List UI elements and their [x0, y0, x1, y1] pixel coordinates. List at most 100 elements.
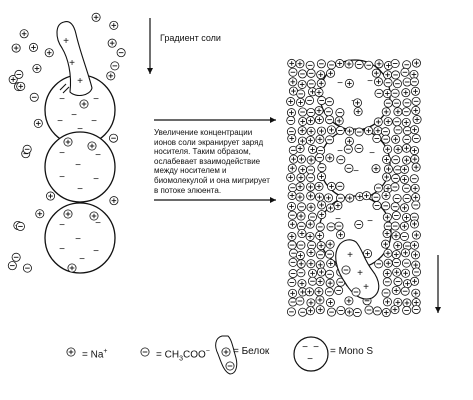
acetate-ion-icon — [372, 133, 382, 143]
sodium-ion-icon — [383, 70, 393, 80]
sodium-ion-icon — [316, 126, 326, 136]
acetate-ion-icon — [336, 305, 346, 315]
sodium-ion-icon — [11, 43, 21, 53]
sodium-ion-icon — [411, 192, 421, 202]
acetate-ion-icon — [287, 240, 297, 250]
sodium-ion-icon — [315, 305, 325, 315]
bead-charge: − — [93, 94, 99, 105]
acetate-ion-icon — [393, 277, 403, 287]
acetate-ion-icon — [382, 277, 392, 287]
sodium-ion-icon — [316, 78, 326, 88]
sodium-ion-icon — [383, 61, 393, 71]
acetate-ion-icon — [393, 125, 403, 135]
ion-symbols — [7, 12, 422, 318]
acetate-ion-icon — [352, 308, 362, 318]
protein-charge: + — [363, 282, 369, 293]
sodium-ion-icon — [317, 200, 327, 210]
sodium-ion-icon — [373, 77, 383, 87]
acetate-ion-icon — [306, 107, 316, 117]
sodium-ion-icon — [410, 183, 420, 193]
acetate-ion-icon — [390, 88, 400, 98]
bead-charge: − — [95, 218, 101, 229]
sodium-ion-icon — [399, 221, 409, 231]
sodium-ion-icon — [344, 307, 354, 317]
sodium-ion-icon — [411, 260, 421, 270]
acetate-ion-icon — [402, 60, 412, 70]
acetate-ion-icon — [390, 221, 400, 231]
sodium-ion-icon — [391, 231, 401, 241]
sodium-ion-icon — [344, 78, 354, 88]
acetate-ion-icon — [390, 58, 400, 68]
sodium-ion-icon — [383, 144, 393, 154]
sodium-ion-icon — [295, 59, 305, 69]
sodium-ion-icon — [295, 251, 305, 261]
sodium-ion-icon — [67, 263, 77, 273]
acetate-ion-icon — [298, 107, 308, 117]
sodium-ion-icon — [315, 295, 325, 305]
acetate-ion-icon — [354, 127, 364, 137]
sodium-ion-icon — [288, 77, 298, 87]
sodium-ion-icon — [298, 165, 308, 175]
acetate-ion-icon — [374, 259, 384, 269]
sodium-ion-icon — [295, 192, 305, 202]
sodium-ion-icon — [316, 70, 326, 80]
acetate-ion-icon — [288, 67, 298, 77]
bead-charge: − — [367, 216, 373, 227]
sodium-ion-icon — [399, 203, 409, 213]
bead-charge: − — [337, 146, 343, 157]
sodium-ion-icon — [306, 191, 316, 201]
legend-mono-s-label: = Mono S — [330, 346, 374, 357]
sodium-ion-icon — [355, 192, 365, 202]
sodium-ion-icon — [316, 241, 326, 251]
acetate-ion-icon — [15, 221, 25, 231]
acetate-ion-icon — [351, 287, 361, 297]
sodium-ion-icon — [305, 231, 315, 241]
sodium-ion-icon — [287, 232, 297, 242]
sodium-ion-icon — [286, 172, 296, 182]
sodium-ion-icon — [305, 306, 315, 316]
protein-charge: + — [69, 58, 75, 69]
acetate-ion-icon — [326, 60, 336, 70]
sodium-ion-icon — [409, 219, 419, 229]
acetate-ion-icon — [412, 267, 422, 277]
sodium-ion-icon — [297, 279, 307, 289]
sodium-ion-icon — [382, 212, 392, 222]
acetate-ion-icon — [327, 307, 337, 317]
sodium-ion-icon — [32, 64, 42, 74]
bead-charge: − — [313, 342, 319, 353]
sodium-ion-icon — [314, 87, 324, 97]
sodium-ion-icon — [316, 267, 326, 277]
acetate-ion-icon — [402, 77, 412, 87]
elution-flow-arrow — [435, 255, 441, 313]
sodium-ion-icon — [286, 97, 296, 107]
acetate-ion-icon — [402, 305, 412, 315]
acetate-ion-icon — [7, 261, 17, 271]
sodium-ion-icon — [306, 298, 316, 308]
acetate-ion-icon — [381, 201, 391, 211]
acetate-ion-icon — [324, 97, 334, 107]
bead-charge: − — [71, 110, 77, 121]
bead-charge: − — [95, 150, 101, 161]
acetate-ion-icon — [402, 193, 412, 203]
acetate-ion-icon — [296, 240, 306, 250]
sodium-ion-icon — [410, 276, 420, 286]
bead-charge: − — [93, 174, 99, 185]
acetate-ion-icon — [335, 193, 345, 203]
acetate-ion-icon — [402, 134, 412, 144]
acetate-ion-icon — [373, 183, 383, 193]
bead-charge: − — [307, 354, 313, 365]
acetate-ion-icon — [307, 212, 317, 222]
sodium-ion-icon — [383, 117, 393, 127]
acetate-ion-icon — [391, 98, 401, 108]
acetate-ion-icon — [305, 60, 315, 70]
sodium-ion-icon — [287, 134, 297, 144]
bead-charge: − — [91, 116, 97, 127]
acetate-ion-icon — [22, 263, 32, 273]
legend-protein-label: = Белок — [233, 346, 270, 357]
acetate-ion-icon — [316, 250, 326, 260]
sodium-ion-icon — [306, 259, 316, 269]
acetate-ion-icon — [306, 165, 316, 175]
sodium-ion-icon — [410, 154, 420, 164]
sodium-ion-icon — [109, 196, 119, 206]
sodium-ion-icon — [91, 12, 101, 22]
